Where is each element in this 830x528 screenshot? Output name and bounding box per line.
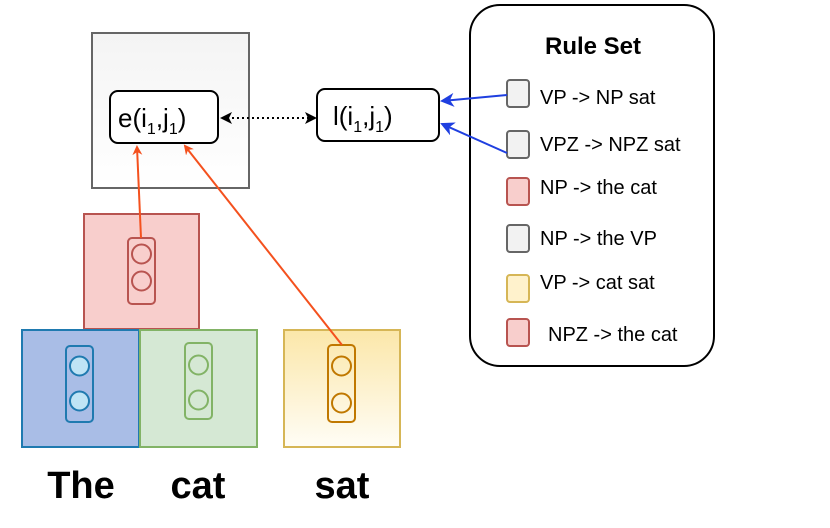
np-vector-cell: [131, 243, 152, 265]
e-node: [109, 90, 219, 144]
e-node-label: e(i1,j1): [118, 103, 186, 138]
word-box-sat: [283, 329, 401, 448]
l-node: [316, 88, 440, 142]
rule-text: NP -> the VP: [540, 228, 657, 250]
rule-item: NP -> the VP: [506, 224, 657, 253]
the-vector-cell: [69, 390, 90, 412]
sat-vector-cell: [331, 392, 352, 414]
cat-vector-cell: [188, 354, 209, 376]
rule-swatch: [506, 130, 530, 159]
word-box-the: [21, 329, 140, 448]
np-vector: [127, 237, 156, 305]
rule-item: VP -> NP sat: [506, 79, 656, 109]
l-node-label: l(i1,j1): [333, 101, 393, 136]
composition-arrow: [132, 145, 143, 239]
composition-arrow: [183, 144, 343, 346]
np-vector-cell: [131, 270, 152, 292]
rule-arrow: [440, 122, 508, 154]
cat-vector-cell: [188, 389, 209, 411]
the-vector-cell: [69, 355, 90, 377]
rule-text: VP -> NP sat: [540, 87, 656, 109]
rule-item: NP -> the cat: [506, 177, 657, 206]
rule-swatch: [506, 224, 530, 253]
rule-item: NPZ -> the cat: [506, 318, 678, 347]
rule-swatch: [506, 79, 530, 108]
rule-item: VP -> cat sat: [506, 272, 655, 303]
rule-text: NP -> the cat: [540, 177, 657, 199]
rule-swatch: [506, 177, 530, 206]
sat-vector-cell: [331, 355, 352, 377]
rule-set-title: Rule Set: [545, 33, 641, 60]
the-vector: [65, 345, 94, 423]
rule-swatch: [506, 274, 530, 303]
word-sat: sat: [315, 465, 370, 507]
rule-set-box: [469, 4, 715, 367]
rule-swatch: [506, 318, 530, 347]
cat-vector: [184, 342, 213, 420]
word-the: The: [47, 465, 115, 507]
rule-arrow: [440, 92, 508, 107]
rule-text: NPZ -> the cat: [548, 324, 678, 346]
rule-text: VP -> cat sat: [540, 272, 655, 294]
rule-item: VPZ -> NPZ sat: [506, 130, 681, 159]
rule-text: VPZ -> NPZ sat: [540, 134, 681, 156]
word-box-cat: [139, 329, 258, 448]
word-cat: cat: [171, 465, 226, 507]
